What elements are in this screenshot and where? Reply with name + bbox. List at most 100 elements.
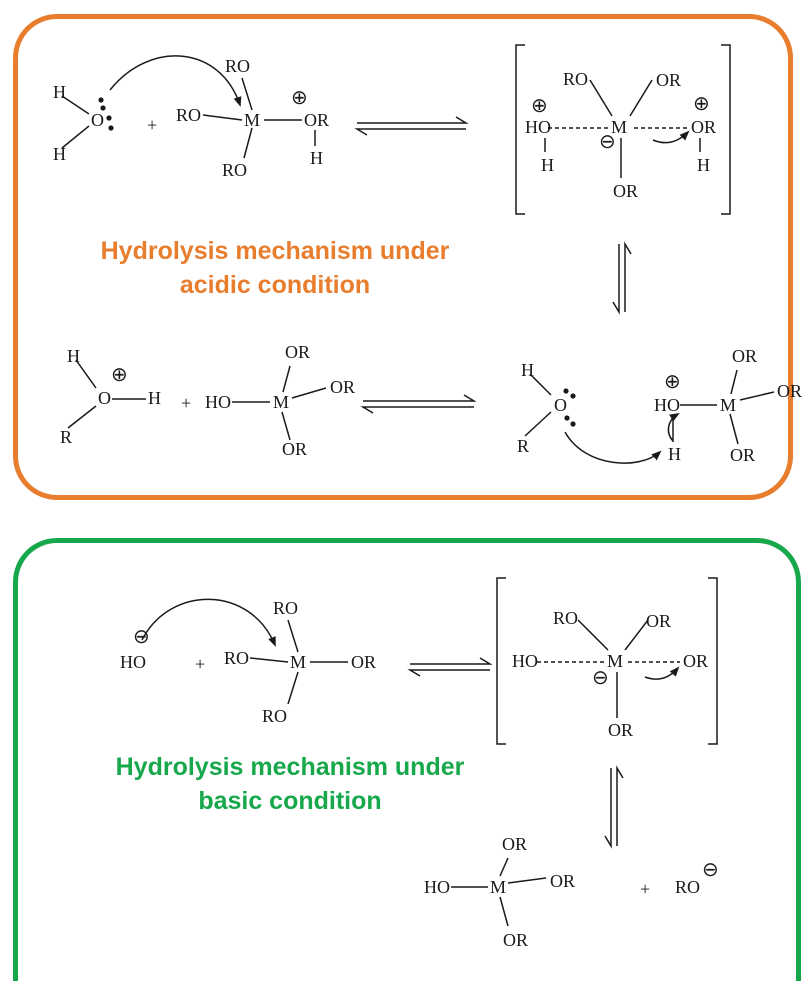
alkoxy-top: RO xyxy=(225,56,250,76)
ts2-or-right: OR xyxy=(777,381,802,401)
alkoxy-bottom: RO xyxy=(222,160,247,180)
alkoxide-product: RO xyxy=(675,877,700,897)
hydroxide-negative-charge: ⊖ xyxy=(133,626,150,648)
lone-pair-dot xyxy=(564,415,570,421)
equilibrium-arrow-2-down xyxy=(612,244,620,315)
ts-bond xyxy=(589,79,613,117)
water-o: O xyxy=(91,110,104,130)
ts-bond xyxy=(577,619,609,651)
ts-positive-charge-left: ⊕ xyxy=(531,95,548,117)
bond xyxy=(499,857,509,877)
bond xyxy=(282,365,291,393)
lone-pair-dot xyxy=(570,393,576,399)
ts-leaving-arrow xyxy=(644,666,680,680)
right-bracket xyxy=(708,577,718,745)
alkoxy-bottom: RO xyxy=(262,706,287,726)
lone-pair-dot xyxy=(100,105,106,111)
lone-pair-dot xyxy=(106,115,112,121)
alkoxy-left: RO xyxy=(176,105,201,125)
ts-negative-charge: ⊖ xyxy=(592,667,609,689)
bond-oh xyxy=(61,95,90,115)
acidic-panel-frame xyxy=(13,14,793,500)
ts-alkoxy-upper-left: RO xyxy=(553,608,578,628)
ts-alkoxy-upper-right: OR xyxy=(646,611,671,631)
lone-pair-dot xyxy=(98,97,104,103)
equilibrium-arrow-1-forward xyxy=(357,116,469,124)
bond-m-or xyxy=(241,77,253,111)
ts-alkoxy-bottom: OR xyxy=(613,181,638,201)
ts-leaving-or: OR xyxy=(683,651,708,671)
basic-panel-frame xyxy=(13,538,801,981)
bond xyxy=(529,373,552,396)
acidic-title-line1: Hydrolysis mechanism under xyxy=(100,237,450,265)
alcohol-h2: H xyxy=(148,388,161,408)
ts-alkoxy-bottom: OR xyxy=(608,720,633,740)
ts-leaving-arrow xyxy=(652,130,690,144)
product-or-bottom: OR xyxy=(282,439,307,459)
plus-sign: + xyxy=(147,115,157,135)
ts2-alcohol-h: H xyxy=(521,360,534,380)
plus-sign: + xyxy=(640,879,650,899)
bond xyxy=(729,413,739,445)
acidic-title-line2: acidic condition xyxy=(179,271,371,299)
ts2-positive-charge: ⊕ xyxy=(664,371,681,393)
protonated-or: OR xyxy=(304,110,329,130)
bond xyxy=(291,387,327,399)
hydroxide: HO xyxy=(120,652,146,672)
ts-bond xyxy=(629,79,653,117)
ts2-metal: M xyxy=(720,395,736,415)
ts-hydroxyl-h: H xyxy=(541,155,554,175)
plus-sign: + xyxy=(195,654,205,674)
equilibrium-arrow-2-up xyxy=(624,241,632,312)
ts-bond xyxy=(624,619,649,651)
ts-positive-charge-right: ⊕ xyxy=(693,93,710,115)
acidic-title: Hydrolysis mechanism under acidic condit… xyxy=(60,234,490,302)
product-or-bottom: OR xyxy=(503,930,528,950)
proton-abstraction-arrow xyxy=(564,431,662,464)
ts-alkoxy-upper-right: OR xyxy=(656,70,681,90)
equilibrium-arrow-5-down xyxy=(604,768,612,849)
ts-leaving-or: OR xyxy=(691,117,716,137)
metal-center: M xyxy=(244,110,260,130)
bond xyxy=(287,671,299,705)
water-h-top: H xyxy=(53,82,66,102)
ts2-alcohol-o: O xyxy=(554,395,567,415)
alcohol-r: R xyxy=(60,427,72,447)
ts-metal: M xyxy=(611,117,627,137)
oxonium-positive-charge: ⊕ xyxy=(111,364,128,386)
alcohol-o: O xyxy=(98,388,111,408)
equilibrium-arrow-3-forward xyxy=(363,394,477,402)
bond xyxy=(287,619,299,653)
ts-leaving-h: H xyxy=(697,155,710,175)
bond xyxy=(75,359,97,389)
bond xyxy=(249,657,289,663)
metal-center: M xyxy=(290,652,306,672)
alkoxy-left: RO xyxy=(224,648,249,668)
ts-hydroxyl: HO xyxy=(512,651,538,671)
bond xyxy=(524,411,552,437)
ts-alkoxy-upper-left: RO xyxy=(563,69,588,89)
bond-oh xyxy=(61,125,90,149)
alkoxy-right: OR xyxy=(351,652,376,672)
ts2-alcohol-r: R xyxy=(517,436,529,456)
left-bracket xyxy=(496,577,506,745)
product-or-top: OR xyxy=(502,834,527,854)
lone-pair-dot xyxy=(108,125,114,131)
product-metal: M xyxy=(273,392,289,412)
alkoxide-negative-charge: ⊖ xyxy=(702,859,719,881)
attack-arrow xyxy=(141,598,276,647)
bond xyxy=(499,896,509,927)
left-bracket xyxy=(515,44,525,215)
bond-m-or xyxy=(243,127,253,159)
product-or-right: OR xyxy=(550,871,575,891)
basic-title: Hydrolysis mechanism under basic conditi… xyxy=(70,750,510,818)
equilibrium-arrow-4-reverse xyxy=(407,669,490,677)
basic-title-line1: Hydrolysis mechanism under xyxy=(115,753,465,781)
equilibrium-arrow-4-forward xyxy=(410,657,493,665)
proton-h: H xyxy=(310,148,323,168)
lone-pair-dot xyxy=(563,388,569,394)
product-hydroxyl: HO xyxy=(205,392,231,412)
bond xyxy=(507,877,547,884)
plus-sign: + xyxy=(181,393,191,413)
ts2-or-top: OR xyxy=(732,346,757,366)
